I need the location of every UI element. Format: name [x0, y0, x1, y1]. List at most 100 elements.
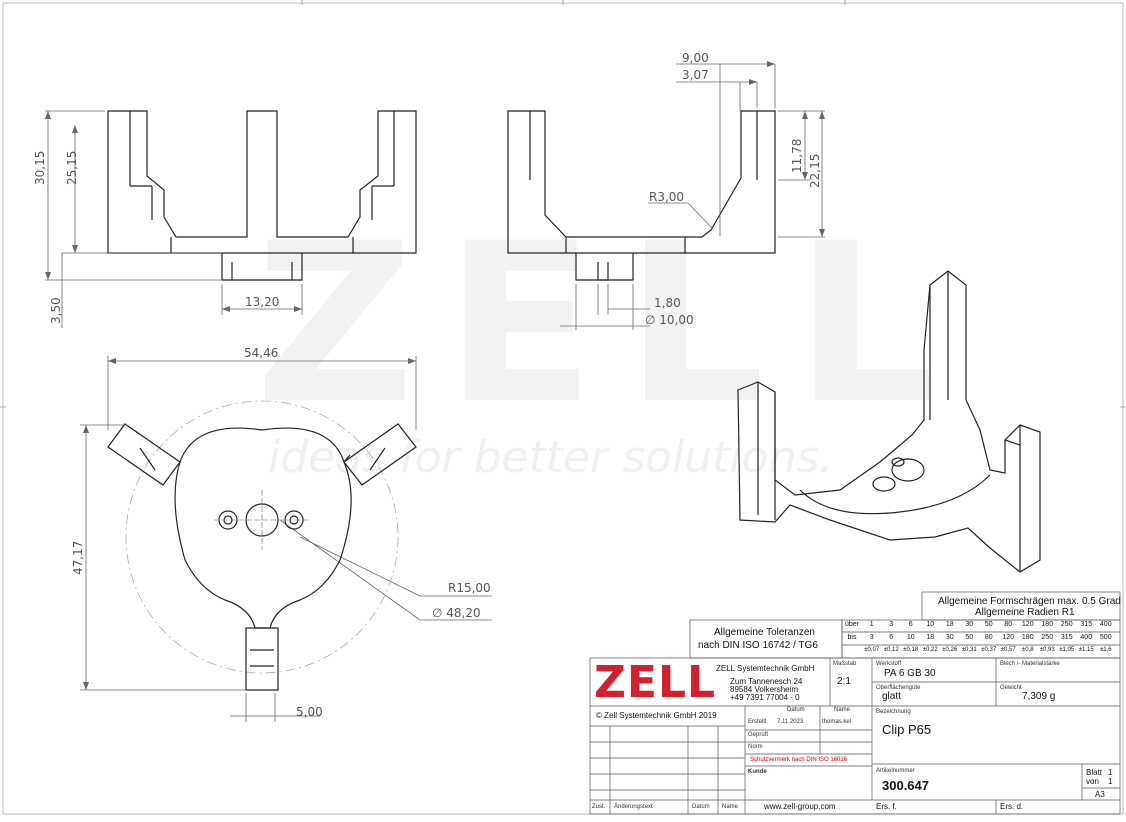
created-name: thomas.kel [822, 719, 852, 725]
tol-cell: 10 [906, 634, 915, 641]
tol-cell: ±0,26 [942, 647, 958, 653]
tol-cell: ±0,57 [1000, 647, 1016, 653]
sheet-thickness-label: Blech /- Materialstärke [1000, 661, 1060, 667]
tol-cell: 120 [1021, 621, 1034, 628]
weight-label: Gewicht [1000, 685, 1022, 691]
article-number: 300.647 [882, 778, 929, 793]
front-view [107, 110, 417, 281]
general-tol-title-2: nach DIN ISO 16742 / TG6 [698, 640, 818, 651]
dim-front-height-total: 30,15 [33, 151, 47, 185]
company-street: Zum Tannenesch 24 [730, 677, 803, 686]
tol-cell: 6 [889, 634, 894, 641]
dim-top-arm: 5,00 [296, 705, 323, 719]
material-label: Werkstoff [876, 661, 902, 667]
sheet-label: Blatt [1086, 768, 1103, 777]
tol-cell: 315 [1080, 621, 1093, 628]
protection-note: Schutzvermerk nach DIN ISO 16016 [750, 757, 848, 763]
customer-label: Kunde [748, 769, 767, 775]
company-phone: +49 7391 77004 - 0 [730, 693, 800, 702]
tol-row-label: über [844, 621, 859, 628]
general-tol-title-1: Allgemeine Toleranzen [714, 627, 815, 638]
name-col-label: Name [834, 707, 851, 713]
dim-top-dia: ∅ 48,20 [432, 606, 481, 620]
tol-cell: 30 [945, 634, 954, 641]
rev-date-label: Datum [692, 804, 710, 810]
tol-cell: 3 [889, 621, 894, 628]
scale-label: Maßstab [833, 661, 857, 667]
tol-cell: 50 [965, 634, 974, 641]
of-number: 1 [1108, 777, 1113, 786]
dim-top-width: 54,46 [244, 346, 278, 360]
tol-cell: ±0,18 [903, 647, 919, 653]
tol-cell: 3 [869, 634, 874, 641]
sheet-number: 1 [1108, 768, 1113, 777]
surface-value: glatt [882, 691, 901, 702]
tol-cell: 80 [1004, 621, 1013, 628]
draft-title-1: Allgemeine Formschrägen max. 0.5 Grad [938, 596, 1121, 607]
zell-logo: ZELL [594, 657, 717, 708]
tol-cell: ±1,15 [1078, 647, 1094, 653]
tol-cell: 30 [965, 621, 974, 628]
date-col-label: Datum [787, 707, 805, 713]
dim-front-pin-width: 13,20 [245, 295, 279, 309]
dim-side-pin: 1,80 [654, 296, 681, 310]
dim-front-base: 3,50 [49, 297, 63, 324]
tol-cell: 80 [984, 634, 993, 641]
watermark-logo: ZELL [255, 196, 965, 452]
tol-cell: ±0,07 [864, 647, 880, 653]
side-view [507, 110, 776, 281]
tol-cell: ±0,12 [883, 647, 899, 653]
scale-value: 2:1 [837, 676, 851, 687]
tol-cell: 400 [1080, 634, 1093, 641]
website-link[interactable]: www.zell-group.com [764, 802, 836, 811]
created-for: Ers. f. [876, 802, 897, 811]
tol-cell: 18 [926, 634, 935, 641]
dim-side-radius: R3,00 [649, 190, 684, 204]
dim-top-height: 47,17 [71, 541, 85, 575]
norm-label: Norm [748, 744, 763, 750]
tol-cell: ±0,93 [1039, 647, 1055, 653]
tol-cell: ±0,37 [981, 647, 997, 653]
tol-row-label: bis [847, 634, 857, 641]
change-text-label: Änderungstext [614, 804, 653, 810]
designation-value: Clip P65 [882, 722, 932, 737]
dim-side-top-width: 9,00 [682, 51, 709, 65]
tol-cell: 400 [1099, 621, 1112, 628]
tol-cell: ±1,6 [1099, 647, 1112, 653]
tol-cell: 18 [945, 621, 954, 628]
created-label: Erstellt [748, 719, 767, 725]
tol-cell: 50 [984, 621, 993, 628]
company-city: 89584 Volkersheim [730, 685, 799, 694]
tol-cell: 1 [869, 621, 874, 628]
dim-side-height-upper: 11,78 [790, 139, 804, 173]
dim-side-pin-dia: ∅ 10,00 [645, 313, 694, 327]
tol-cell: 250 [1060, 621, 1073, 628]
tol-cell: 10 [926, 621, 935, 628]
dim-side-inner-width: 3,07 [682, 68, 709, 82]
tol-cell: ±1,05 [1059, 647, 1075, 653]
rev-label: Zust. [592, 804, 606, 810]
tol-cell: ±0,8 [1021, 647, 1034, 653]
watermark-tagline: ideas for better solutions. [268, 432, 833, 483]
iso-view [737, 270, 1041, 573]
tol-cell: 500 [1099, 634, 1112, 641]
checked-label: Geprüft [748, 732, 769, 738]
copyright: © Zell Systemtechnik GmbH 2019 [596, 711, 717, 720]
designation-label: Bezeichnung [876, 709, 911, 715]
tol-cell: 180 [1041, 621, 1054, 628]
tol-cell: 6 [908, 621, 913, 628]
tol-cell: 315 [1060, 634, 1073, 641]
paper-format: A3 [1095, 790, 1105, 799]
top-view [107, 400, 417, 691]
tol-cell: 120 [1002, 634, 1015, 641]
surface-label: Oberflächengüte [876, 685, 921, 691]
rev-name-label: Name [722, 804, 739, 810]
of-label: von [1086, 777, 1099, 786]
created-date: 7.11.2023 [777, 719, 804, 725]
dim-side-height: 22,15 [808, 154, 822, 188]
draft-title-2: Allgemeine Radien R1 [975, 607, 1075, 618]
article-label: Artikelnummer [876, 768, 915, 774]
dim-top-radius: R15,00 [448, 581, 491, 595]
